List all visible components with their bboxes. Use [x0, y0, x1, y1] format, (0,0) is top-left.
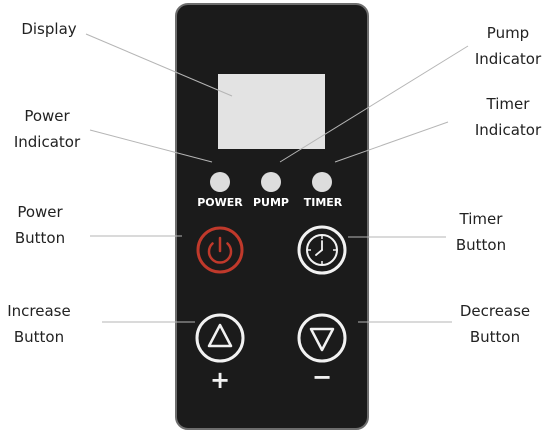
power-indicator-led	[210, 172, 230, 192]
display-leader-line	[85, 33, 233, 97]
decrease-button[interactable]	[297, 313, 347, 363]
decrease-button-callout: Decrease Button	[459, 302, 531, 346]
triangle-down-icon	[309, 327, 335, 352]
leader-lines	[85, 33, 469, 323]
display-callout: Display	[21, 20, 77, 38]
pump-indicator-led	[261, 172, 281, 192]
power-indicator-label: POWER	[197, 196, 243, 209]
timer-indicator-callout: Timer Indicator	[474, 95, 542, 139]
pump-indicator-leader-line	[279, 45, 469, 163]
increase-button-callout: Increase Button	[7, 302, 71, 346]
power-indicator-callout: Power Indicator	[13, 107, 81, 151]
clock-icon	[306, 234, 338, 266]
timer-indicator-led	[312, 172, 332, 192]
timer-button-ring	[297, 225, 347, 275]
increase-button[interactable]	[195, 313, 245, 363]
timer-indicator-label: TIMER	[304, 196, 343, 209]
control-panel	[175, 3, 369, 430]
triangle-up-icon	[207, 323, 233, 348]
power-button[interactable]	[196, 226, 244, 274]
timer-button[interactable]	[297, 225, 347, 275]
display-screen	[218, 74, 325, 149]
increase-button-ring	[195, 313, 245, 363]
timer-button-callout: Timer Button	[455, 210, 507, 254]
power-button-ring	[196, 226, 244, 274]
power-indicator-leader-line	[89, 129, 213, 163]
pump-indicator-label: PUMP	[253, 196, 289, 209]
power-icon	[207, 236, 233, 264]
pump-indicator-callout: Pump Indicator	[474, 24, 542, 68]
timer-indicator-leader-line	[334, 121, 449, 163]
increase-plus-symbol: +	[210, 366, 230, 394]
decrease-minus-symbol: −	[312, 363, 332, 391]
power-button-callout: Power Button	[14, 203, 66, 247]
decrease-button-ring	[297, 313, 347, 363]
